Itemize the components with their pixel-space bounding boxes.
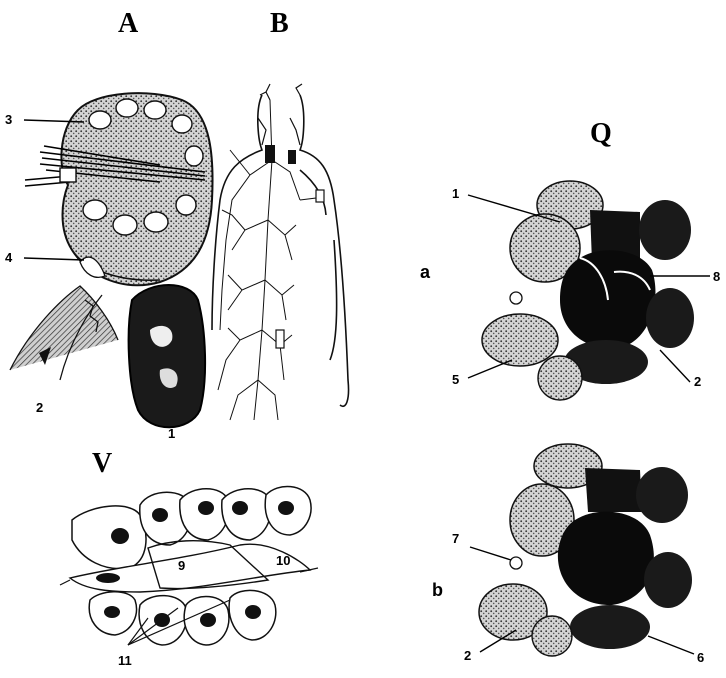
panel-V-illustration: 9 10 11 xyxy=(60,486,318,668)
subpanel-label-b: b xyxy=(432,580,443,600)
organ-dark xyxy=(129,285,205,427)
panel-Q-a-cluster: 1 8 5 2 a xyxy=(420,181,720,400)
label-Qb-2: 2 xyxy=(464,648,471,663)
label-Qa-1: 1 xyxy=(452,186,459,201)
V-lower-cells xyxy=(89,590,276,645)
body-outline xyxy=(212,95,349,406)
leader-Qa-5 xyxy=(468,360,512,378)
neck-branches xyxy=(258,84,302,145)
label-Qa-8: 8 xyxy=(713,269,720,284)
leader-line-A4 xyxy=(24,258,84,260)
panel-label-A: A xyxy=(118,8,139,39)
Qb-central-cell xyxy=(558,512,654,605)
label-A-4: 4 xyxy=(5,250,13,265)
label-Qa-2: 2 xyxy=(694,374,701,389)
leader-Qb-7 xyxy=(470,547,511,560)
right-duct-node xyxy=(288,150,296,164)
Qa-small-vesicle xyxy=(510,292,522,304)
Qb-cell-right-dark xyxy=(636,467,688,523)
panel-Q-b-cluster: 7 2 6 b xyxy=(432,444,704,665)
label-A-2: 2 xyxy=(36,400,43,415)
label-V-11: 11 xyxy=(118,653,132,668)
Qb-cell-bottom-dark xyxy=(570,605,650,649)
axillary-node xyxy=(316,190,324,202)
leader-Qb-6 xyxy=(648,636,694,654)
panel-B-illustration xyxy=(212,84,349,420)
Qb-cell-bottom-small xyxy=(532,616,572,656)
Qb-small-vesicle xyxy=(510,557,522,569)
hilum-artery-cross-section xyxy=(60,168,76,182)
label-Qb-7: 7 xyxy=(452,531,459,546)
thoracic-duct-node xyxy=(265,145,275,163)
panel-label-Q: Q xyxy=(590,118,612,149)
V-lymphocyte xyxy=(96,573,120,583)
Qa-cell-right-lower xyxy=(646,288,694,348)
label-V-10: 10 xyxy=(276,553,290,568)
label-Qb-6: 6 xyxy=(697,650,704,665)
Qa-cell-bottom-left xyxy=(482,314,558,366)
label-Qa-5: 5 xyxy=(452,372,459,387)
panel-A-illustration: 3 4 2 1 xyxy=(5,93,213,441)
subpanel-label-a: a xyxy=(420,262,431,282)
inguinal-node xyxy=(276,330,284,348)
afferent-lymph-vessel xyxy=(10,286,118,370)
Qb-cell-right-lower xyxy=(644,552,692,608)
Qa-cell-right-dark xyxy=(639,200,691,260)
leader-Qa-2 xyxy=(660,350,690,382)
label-A-1: 1 xyxy=(168,426,175,441)
panel-label-B: B xyxy=(270,8,289,39)
label-A-3: 3 xyxy=(5,112,12,127)
Qb-cell-top-dark xyxy=(585,468,642,512)
Qa-cell-bottom-small xyxy=(538,356,582,400)
label-V-9: 9 xyxy=(178,558,185,573)
panel-label-V: V xyxy=(92,448,112,479)
